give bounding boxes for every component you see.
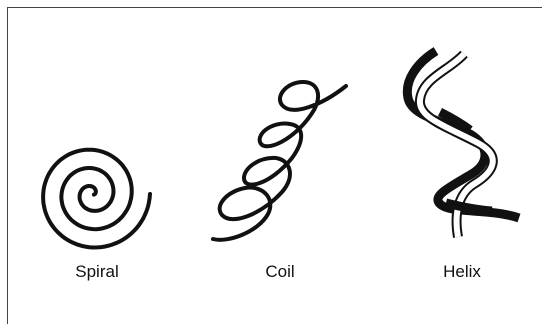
coil-label: Coil	[230, 262, 330, 282]
coil-drawing	[213, 82, 346, 240]
spiral-drawing	[43, 150, 150, 248]
helix-drawing	[407, 51, 519, 237]
spiral-curve	[43, 150, 150, 248]
coil-curve	[213, 82, 346, 240]
helix-label: Helix	[412, 262, 512, 282]
spiral-label: Spiral	[47, 262, 147, 282]
